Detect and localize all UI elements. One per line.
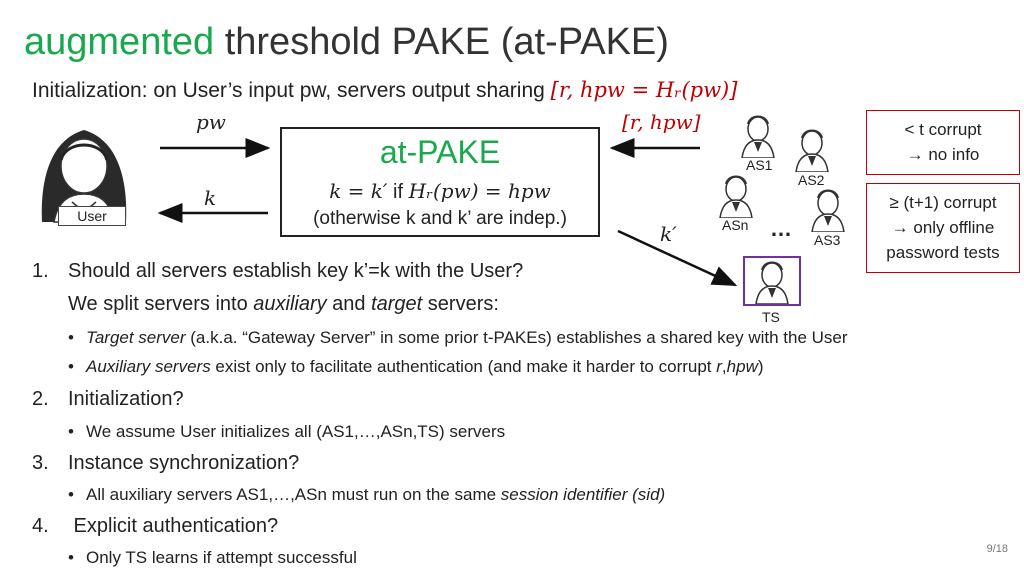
title-accent: augmented [24,21,215,63]
as2-label: AS2 [798,172,825,188]
slide-title: augmented threshold PAKE (at-PAKE) [24,18,669,66]
bullet-dot: • [68,357,74,376]
item2-b1: We assume User initializes all (AS1,…,AS… [86,422,506,441]
servers-ellipsis: … [770,216,792,241]
item4-num: 4. [32,515,49,537]
list-item-4: 4. Explicit authentication? [32,515,278,538]
asn-portrait-icon [719,175,753,218]
init-sharing: [r, hpw = Hᵣ(pw)] [550,78,738,102]
list-item-1: 1. Should all servers establish key k’=k … [32,260,523,283]
item1-b2-rest: exist only to facilitate authentication … [210,357,717,376]
item1-cont-target: target [371,293,423,315]
item2-text: Initialization? [68,388,184,410]
item4-text: Explicit authentication? [68,515,279,537]
item1-b1-rest: (a.k.a. “Gateway Server” in some prior t… [185,328,848,347]
item1-continuation: We split servers into auxiliary and targ… [68,293,499,316]
init-prefix: Initialization: on User’s input pw, serv… [32,79,551,102]
initialization-line: Initialization: on User’s input pw, serv… [32,78,737,103]
t-corrupt-line1: < t corrupt [904,120,982,139]
t1-corrupt-line3: password tests [886,243,1000,262]
ts-label: TS [762,309,780,325]
asn-label: ASn [722,217,749,233]
item1-bullet-1: • Target server (a.k.a. “Gateway Server” … [68,328,848,348]
item1-b2-italic: Auxiliary servers [86,357,211,376]
item3-text: Instance synchronization? [68,452,300,474]
item1-b2-r: r [716,357,722,376]
box-title: at-PAKE [379,134,501,170]
k-label: k [204,186,217,210]
item2-bullet-1: • We assume User initializes all (AS1,…,A… [68,422,505,442]
t-corrupt-note: < t corrupt → no info [866,110,1020,175]
k-prime-label: k′ [660,222,677,246]
item4-b1: Only TS learns if attempt successful [86,548,357,567]
item1-cont-b: and [326,293,372,315]
item2-num: 2. [32,388,49,410]
at-pake-box: at-PAKE k = k′ if Hᵣ(pw) = hpw (otherwis… [280,127,600,237]
t1-corrupt-note: ≥ (t+1) corrupt → only offline password … [866,183,1020,273]
item3-b1-italic: session identifier (sid) [500,485,666,504]
item1-cont-a: We split servers into [68,293,254,315]
bullet-dot: • [68,422,74,441]
item1-num: 1. [32,260,49,282]
as3-label: AS3 [814,232,841,248]
t1-corrupt-line1: ≥ (t+1) corrupt [889,193,997,212]
ts-box [743,256,801,306]
box-line1-if: if [387,181,409,203]
item1-cont-c: servers: [422,293,499,315]
item1-b1-italic: Target server [86,328,186,347]
as1-portrait-icon [741,115,775,158]
pw-label: pw [196,110,226,134]
item3-bullet-1: • All auxiliary servers AS1,…,ASn must ru… [68,485,665,505]
item3-num: 3. [32,452,49,474]
page-number: 9/18 [986,543,1008,555]
item3-b1-a: All auxiliary servers AS1,…,ASn must run… [86,485,501,504]
box-line-2: (otherwise k and k’ are indep.) [313,208,567,229]
box-line1-math: k = k′ [329,179,388,203]
bullet-dot: • [68,548,74,567]
as1-label: AS1 [746,157,773,173]
r-hpw-label: [r, hpw] [622,110,701,134]
item1-bullet-2: • Auxiliary servers exist only to facilit… [68,357,764,377]
t-corrupt-line2: → no info [906,145,980,164]
box-line-1: k = k′ if Hᵣ(pw) = hpw [282,177,598,206]
title-rest: threshold PAKE (at-PAKE) [214,21,669,63]
as3-portrait-icon [811,189,845,232]
ts-portrait-icon [755,261,789,305]
arrow-box-to-ts [617,229,738,287]
box-line1-cond: Hᵣ(pw) = hpw [408,179,551,203]
bullet-dot: • [68,485,74,504]
item1-b2-end: ) [757,357,764,376]
item4-bullet-1: • Only TS learns if attempt successful [68,548,357,568]
list-item-2: 2. Initialization? [32,388,184,411]
item1-cont-aux: auxiliary [253,293,327,315]
item1-b2-comma: , [721,357,727,376]
item1-b2-hpw: hpw [726,357,758,376]
list-item-3: 3. Instance synchronization? [32,452,299,475]
item1-text: Should all servers establish key k’=k wi… [68,260,524,282]
as2-portrait-icon [795,129,829,172]
bullet-dot: • [68,328,74,347]
user-label: User [58,206,126,226]
t1-corrupt-line2: → only offline [891,218,995,237]
